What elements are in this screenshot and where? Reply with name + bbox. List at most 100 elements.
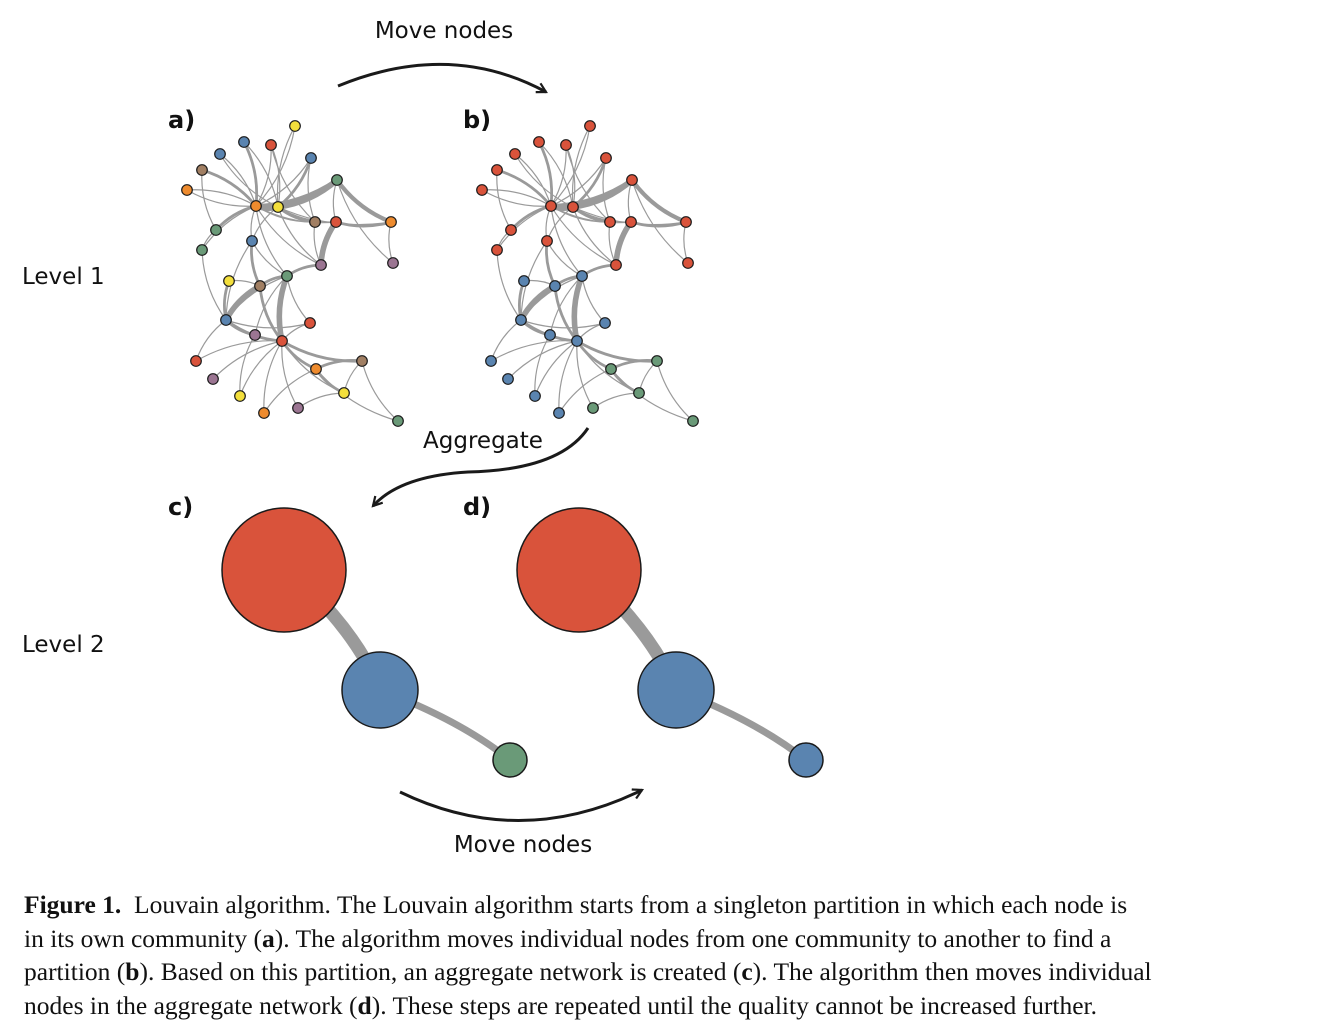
network-node bbox=[567, 201, 579, 213]
caption-ref-d: d bbox=[357, 990, 372, 1020]
network-edge bbox=[496, 168, 553, 207]
level-1-label: Level 1 bbox=[22, 264, 105, 290]
aggregate-node-red-d bbox=[516, 507, 642, 633]
caption-text-4c: ). These steps are repeated until the qu… bbox=[371, 990, 1097, 1020]
aggregate-node-blue bbox=[341, 651, 419, 729]
network-edge bbox=[263, 340, 283, 414]
network-edge bbox=[255, 205, 288, 277]
network-node bbox=[476, 184, 488, 196]
network-node bbox=[505, 224, 517, 236]
network-node bbox=[309, 216, 321, 228]
network-node bbox=[272, 201, 284, 213]
network-node bbox=[220, 314, 232, 326]
network-node bbox=[599, 317, 611, 329]
network-node bbox=[502, 373, 514, 385]
network-edge bbox=[335, 178, 392, 224]
aggregate-arrow bbox=[373, 427, 590, 506]
network-edge bbox=[572, 206, 617, 266]
network-edge bbox=[219, 153, 279, 208]
network-edge bbox=[514, 153, 552, 207]
network-edge bbox=[571, 274, 585, 342]
aggregate-node-red bbox=[221, 507, 347, 633]
network-edge bbox=[537, 141, 554, 207]
louvain-figure: Level 1 Level 2 a) b) c) d) Move nodes A… bbox=[22, 18, 824, 858]
network-edge bbox=[201, 249, 227, 321]
network-node bbox=[491, 244, 503, 256]
caption-line-2: in its own community (a). The algorithm … bbox=[24, 922, 1336, 956]
move-nodes-bottom-arrow bbox=[399, 790, 642, 822]
level-2-label: Level 2 bbox=[22, 632, 105, 658]
network-node bbox=[541, 235, 553, 247]
network-edge bbox=[546, 240, 583, 277]
caption-ref-c: c bbox=[741, 957, 753, 986]
network-node bbox=[196, 244, 208, 256]
network-node bbox=[292, 402, 304, 414]
caption-line-1: Figure 1. Louvain algorithm. The Louvain… bbox=[24, 888, 1336, 922]
panel-c-label: c) bbox=[168, 493, 193, 521]
network-node bbox=[246, 235, 258, 247]
network-node bbox=[545, 200, 557, 212]
caption-text-3a: partition ( bbox=[24, 957, 126, 986]
network-edge bbox=[481, 189, 552, 207]
network-node bbox=[544, 329, 556, 341]
network-node bbox=[553, 407, 565, 419]
aggregate-label: Aggregate bbox=[423, 428, 543, 454]
panel-b-label: b) bbox=[463, 106, 491, 134]
network-node bbox=[587, 402, 599, 414]
network-edge bbox=[251, 240, 288, 277]
network-edge bbox=[571, 125, 591, 208]
aggregate-node-green bbox=[492, 742, 528, 778]
network-node bbox=[600, 152, 612, 164]
figure-caption: Figure 1. Louvain algorithm. The Louvain… bbox=[24, 888, 1336, 1022]
network-edge bbox=[225, 319, 311, 329]
network-node bbox=[651, 355, 663, 367]
network-node bbox=[250, 200, 262, 212]
network-edge bbox=[490, 340, 578, 362]
network-edge bbox=[496, 249, 522, 321]
aggregate-network-panel-d bbox=[516, 507, 824, 778]
network-edge bbox=[592, 392, 640, 409]
network-node bbox=[234, 390, 246, 402]
network-node bbox=[304, 317, 316, 329]
edges bbox=[186, 125, 399, 422]
aggregate-network-panel-c bbox=[221, 507, 528, 778]
network-node bbox=[310, 363, 322, 375]
caption-ref-a: a bbox=[262, 923, 275, 953]
network-edge bbox=[514, 153, 574, 208]
network-edge bbox=[239, 340, 283, 397]
network-edge bbox=[520, 319, 606, 329]
network-edge bbox=[558, 340, 578, 414]
nodes bbox=[476, 120, 699, 427]
network-edge bbox=[581, 275, 606, 324]
network-node bbox=[258, 407, 270, 419]
network-node bbox=[491, 164, 503, 176]
network-edge bbox=[576, 340, 594, 409]
network-node bbox=[687, 415, 699, 427]
network-edge bbox=[315, 359, 363, 371]
network-node bbox=[633, 387, 645, 399]
network-edge bbox=[255, 205, 322, 266]
nodes bbox=[181, 120, 404, 427]
network-edge bbox=[201, 205, 257, 251]
network-edge bbox=[388, 221, 394, 264]
network-node bbox=[515, 314, 527, 326]
network-edge bbox=[186, 189, 257, 207]
network-edge bbox=[243, 141, 279, 208]
network-edge bbox=[534, 340, 578, 397]
network-edge bbox=[565, 144, 611, 223]
network-node bbox=[238, 136, 250, 148]
network-edge bbox=[550, 125, 591, 207]
network-edge bbox=[538, 141, 574, 208]
caption-line-3: partition (b). Based on this partition, … bbox=[24, 955, 1336, 989]
network-node bbox=[289, 120, 301, 132]
network-edge bbox=[490, 319, 522, 362]
network-edge bbox=[251, 206, 279, 242]
network-edge bbox=[602, 157, 611, 223]
aggregate-node-blue-d bbox=[637, 651, 715, 729]
network-edge bbox=[281, 340, 299, 409]
network-edge bbox=[550, 205, 583, 277]
network-node bbox=[254, 280, 266, 292]
network-node bbox=[682, 257, 694, 269]
move-nodes-top-label: Move nodes bbox=[375, 18, 513, 44]
network-panel-b bbox=[476, 120, 699, 427]
